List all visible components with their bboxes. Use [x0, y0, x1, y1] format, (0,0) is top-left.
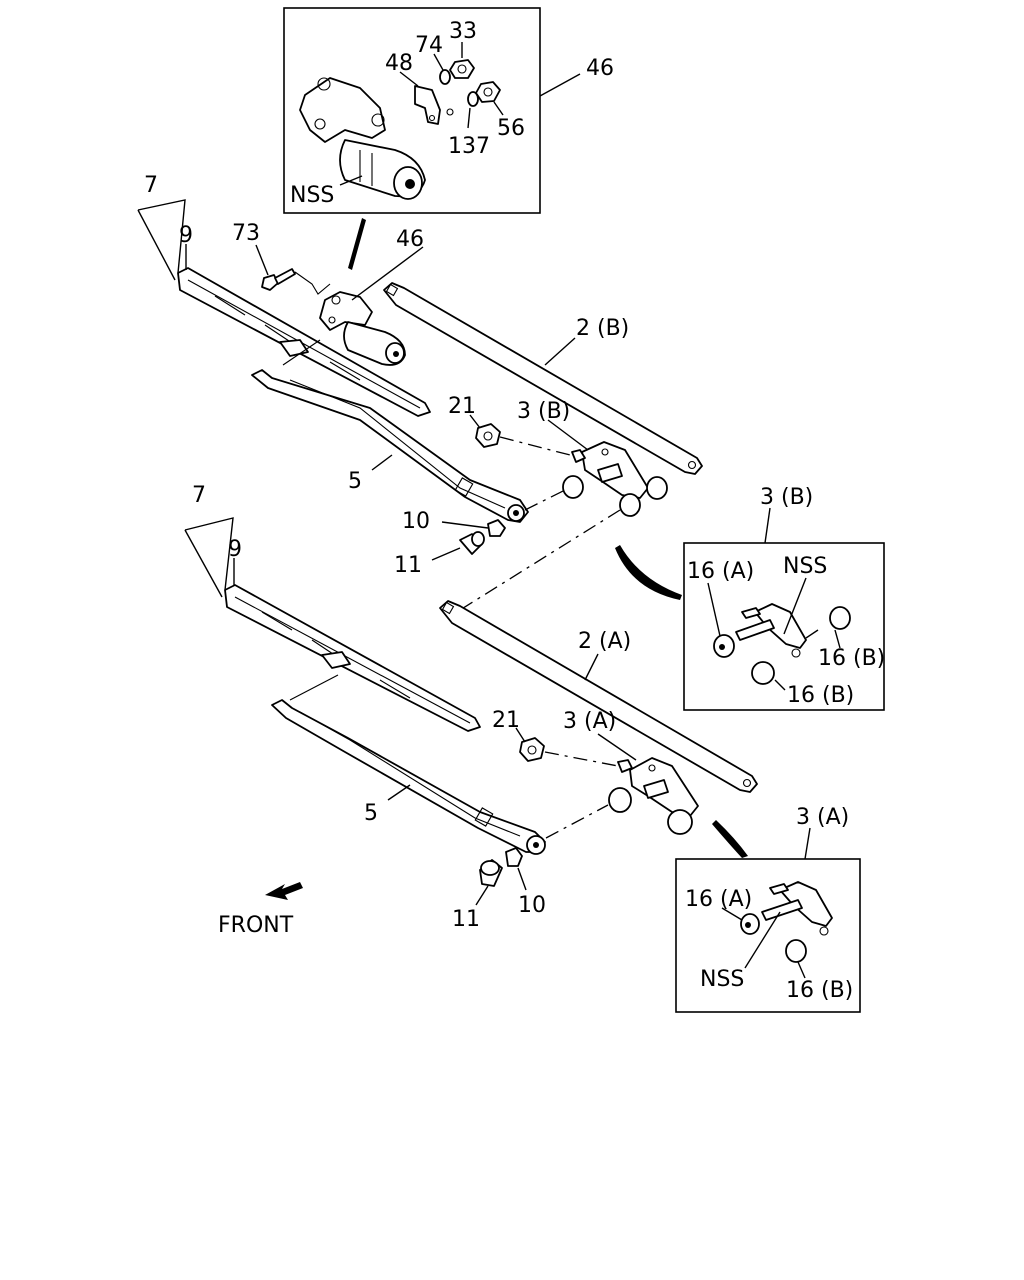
nut-33: [449, 59, 475, 79]
pointer-arrow-3b: [615, 545, 682, 600]
pivot-assembly-3b: [562, 441, 668, 517]
nut-21-upper: [475, 423, 501, 448]
label-detail-3b-16b-1: 16 (B): [818, 646, 885, 671]
label-56: 56: [497, 116, 525, 141]
nut-10-lower: [505, 847, 523, 867]
detail-3b-pivot: [735, 603, 807, 658]
label-46-box: 46: [586, 56, 614, 81]
motor-detail-inset: 48 74 33 137 56 NSS: [283, 7, 541, 214]
label-3b: 3 (B): [517, 399, 570, 424]
cap-11-upper: [459, 531, 485, 555]
label-10-upper: 10: [402, 509, 430, 534]
detail-3a-bushing-16b: [785, 939, 807, 963]
detail-3a-bushing-16a: [740, 913, 760, 935]
detail-3b-bushing-16a: [713, 634, 735, 658]
nut-10-upper: [487, 519, 506, 537]
washer-137: [467, 91, 479, 107]
label-detail-3b-nss: NSS: [783, 554, 827, 579]
label-detail-3a-16b: 16 (B): [786, 978, 853, 1003]
lower-wiper-arm: [271, 674, 546, 855]
detail-3a-pivot: [761, 881, 833, 936]
label-detail-3a-title: 3 (A): [796, 805, 849, 830]
label-7-lower: 7: [192, 483, 206, 508]
label-detail-3a-16a: 16 (A): [685, 887, 752, 912]
label-9-lower: 9: [228, 537, 242, 562]
detail-3b-bushing-16b-2: [751, 661, 775, 685]
label-front: FRONT: [218, 913, 294, 938]
label-73: 73: [232, 221, 260, 246]
label-137: 137: [448, 134, 490, 159]
upper-wiper-blade: [177, 267, 431, 417]
bracket-48: [414, 85, 441, 125]
label-detail-3b-16a: 16 (A): [687, 559, 754, 584]
link-rod-2b: [383, 282, 703, 475]
wiper-motor-detail: [299, 77, 426, 200]
label-3a: 3 (A): [563, 709, 616, 734]
detail-inset-3a: 3 (A) 16 (A) NSS 16 (B): [675, 805, 861, 1013]
label-46-motor: 46: [396, 227, 424, 252]
detail-inset-3b: 3 (B) 16 (A) NSS 16 (B) 16 (B): [683, 485, 885, 711]
wiper-motor: [319, 291, 406, 366]
pointer-arrow-motor: [348, 218, 366, 270]
detail-3a-frame: [675, 858, 861, 1013]
cap-11-lower: [479, 859, 503, 887]
label-48: 48: [385, 51, 413, 76]
label-33: 33: [449, 19, 477, 44]
front-arrow-icon: [265, 882, 303, 900]
label-9-upper: 9: [179, 223, 193, 248]
label-21-upper: 21: [448, 394, 476, 419]
label-11-lower: 11: [452, 907, 480, 932]
label-detail-3b-title: 3 (B): [760, 485, 813, 510]
lower-wiper-blade: [224, 584, 481, 732]
label-10-lower: 10: [518, 893, 546, 918]
pointer-arrow-3a: [712, 820, 748, 858]
detail-3b-bushing-16b-1: [829, 606, 851, 630]
label-74: 74: [415, 33, 443, 58]
nut-56: [475, 81, 501, 103]
label-2a: 2 (A): [578, 629, 631, 654]
front-direction-indicator: FRONT: [218, 882, 303, 938]
bolt-73: [261, 268, 296, 291]
label-2b: 2 (B): [576, 316, 629, 341]
label-7-upper: 7: [144, 173, 158, 198]
label-detail-3a-nss: NSS: [700, 967, 744, 992]
washer-74: [439, 69, 451, 85]
link-rod-2a: [439, 600, 758, 793]
label-motor-nss: NSS: [290, 183, 334, 208]
label-detail-3b-16b-2: 16 (B): [787, 683, 854, 708]
pivot-assembly-3a: [608, 757, 699, 835]
nut-21-lower: [519, 737, 545, 762]
label-5-lower: 5: [364, 801, 378, 826]
label-11-upper: 11: [394, 553, 422, 578]
label-5-upper: 5: [348, 469, 362, 494]
upper-wiper-arm: [251, 339, 529, 523]
label-21-lower: 21: [492, 708, 520, 733]
